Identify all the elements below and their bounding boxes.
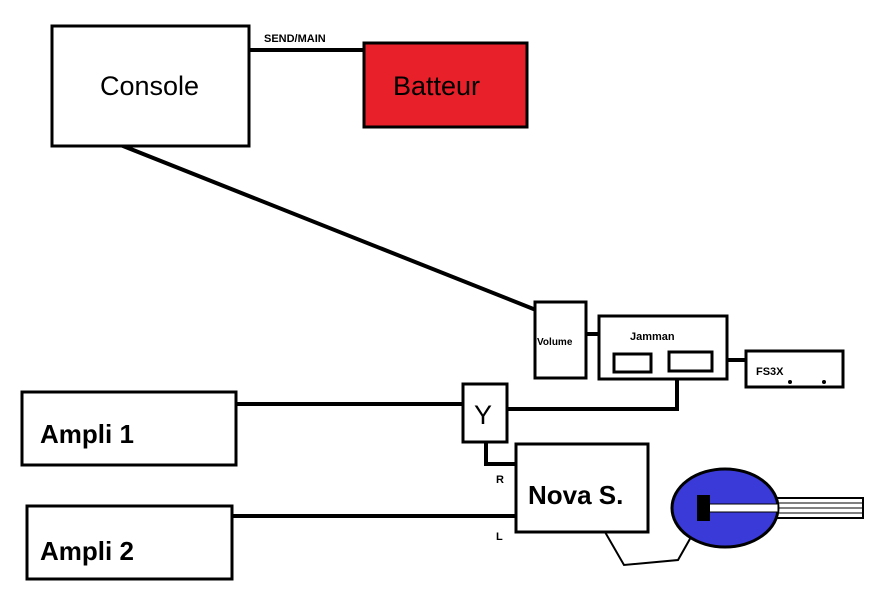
ampli2-label: Ampli 2: [40, 536, 134, 566]
wire-jamman-y: [506, 376, 679, 411]
nova-label: Nova S.: [528, 480, 623, 510]
fs3x-label: FS3X: [756, 366, 784, 378]
ampli1-box: [20, 390, 238, 467]
nova-box: [514, 442, 650, 534]
wire-guitar-nova: [604, 529, 696, 567]
fs3x-switch-1: [788, 380, 792, 384]
fs3x-switch-2: [822, 380, 826, 384]
y-splitter-box: [461, 382, 509, 444]
console-label: Console: [100, 71, 199, 101]
wire-console-volume: [120, 143, 539, 313]
jamman-footswitch-1: [612, 352, 653, 374]
batteur-label: Batteur: [393, 71, 480, 101]
console-box: [50, 24, 251, 148]
fs3x-box: [744, 349, 845, 389]
batteur-box: [362, 41, 529, 129]
volume-box: [533, 300, 588, 380]
volume-label: Volume: [537, 337, 573, 348]
y-splitter-label: Y: [474, 400, 492, 430]
left-channel-label: L: [496, 531, 503, 543]
ampli1-label: Ampli 1: [40, 419, 134, 449]
wire-y-nova: [484, 440, 518, 466]
guitar-icon: [670, 467, 864, 549]
jamman-footswitch-2: [667, 350, 714, 373]
right-channel-label: R: [496, 474, 504, 486]
jamman-label: Jamman: [630, 331, 675, 343]
send-main-label: SEND/MAIN: [264, 33, 326, 45]
ampli2-box: [25, 504, 234, 581]
